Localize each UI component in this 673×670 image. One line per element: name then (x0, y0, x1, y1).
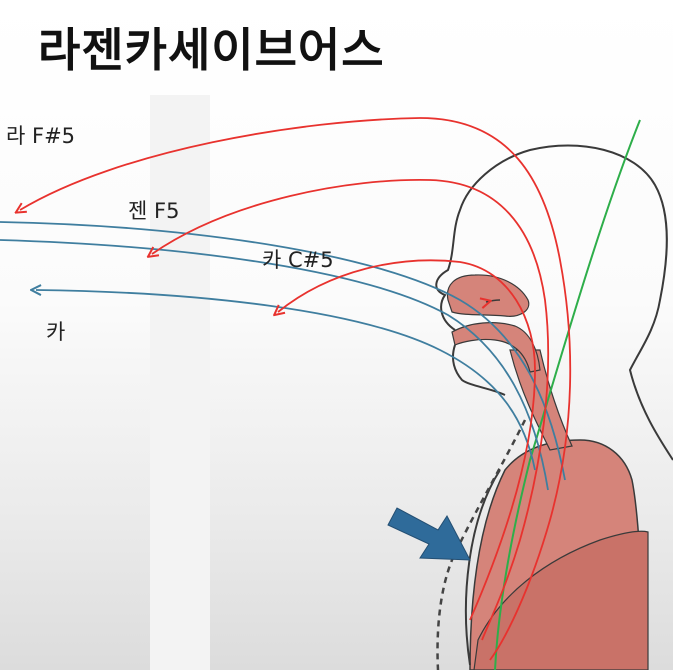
red-arrow-jen (152, 178, 550, 641)
label-ra-f-sharp-5: 라 F#5 (6, 124, 76, 148)
nasal-cavity (446, 274, 530, 317)
nasal-small-arrow (486, 300, 501, 302)
label-jen-f5: 젠 F5 (128, 199, 180, 223)
label-ka: 카 (46, 320, 66, 344)
blue-airflow-1 (0, 221, 566, 481)
chest-dashed-line (436, 419, 527, 670)
background-shade (150, 95, 210, 670)
red-arrow-ka (278, 259, 536, 621)
page-title: 라젠카세이브어스 (38, 23, 385, 77)
green-line (494, 119, 641, 670)
label-ka-c-sharp-5: 카 C#5 (262, 248, 334, 272)
chin-outline (452, 344, 506, 396)
pressure-arrow (387, 507, 471, 561)
red-arrow-ra (20, 117, 572, 661)
trachea (509, 349, 573, 451)
